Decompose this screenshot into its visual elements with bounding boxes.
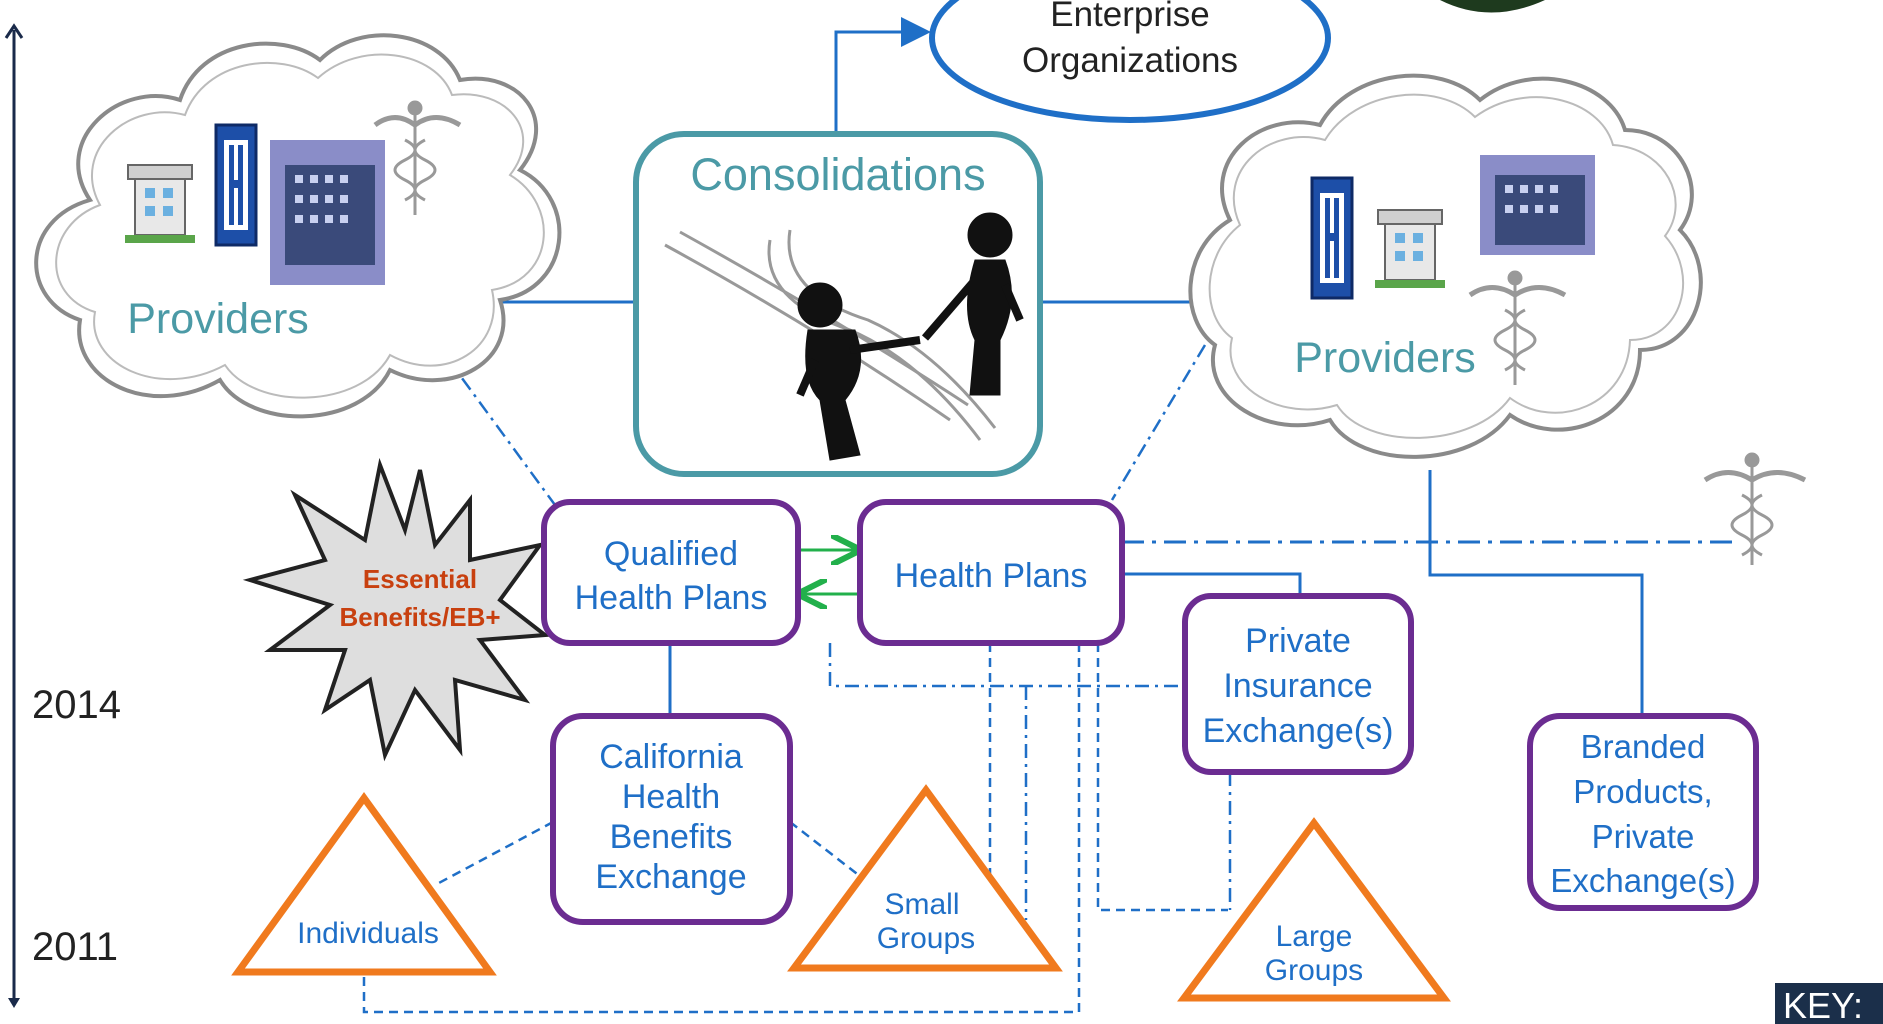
qhp-label-2: Health Plans xyxy=(575,579,768,617)
hospital-sign-icon xyxy=(214,123,258,247)
handshake-figures-icon xyxy=(796,212,1024,461)
key-legend: KEY: xyxy=(1775,983,1883,1024)
small-groups-label-2: Groups xyxy=(877,922,975,955)
hospital-icon xyxy=(1375,209,1445,288)
cal-exchange-label-3: Benefits xyxy=(610,818,733,856)
large-groups-label-1: Large xyxy=(1276,920,1353,953)
private-exchange-label-1: Private xyxy=(1245,622,1351,660)
cal-exchange-label-4: Exchange xyxy=(595,858,746,896)
providers-cloud-right: Providers xyxy=(1188,73,1703,459)
consolidations-label: Consolidations xyxy=(690,149,985,200)
essential-benefits-label-2: Benefits/EB+ xyxy=(339,602,500,632)
year-2014: 2014 xyxy=(32,683,121,727)
large-groups-triangle: Large Groups xyxy=(1177,817,1451,1002)
building-icon xyxy=(270,140,385,285)
essential-benefits-burst: Essential Benefits/EB+ xyxy=(242,457,551,762)
private-exchange-label-2: Insurance xyxy=(1223,667,1372,705)
branded-label-4: Exchange(s) xyxy=(1550,862,1735,899)
qualified-health-plans-node: Qualified Health Plans xyxy=(541,499,801,646)
cal-exchange-label-1: California xyxy=(599,738,743,776)
caduceus-icon xyxy=(1703,452,1807,565)
consolidations-node: Consolidations xyxy=(633,131,1043,477)
year-2011: 2011 xyxy=(32,925,118,969)
health-plans-label: Health Plans xyxy=(895,557,1088,595)
individuals-triangle: Individuals xyxy=(231,792,497,976)
private-insurance-exchange-node: Private Insurance Exchange(s) xyxy=(1182,593,1414,775)
large-groups-label-2: Groups xyxy=(1265,954,1363,987)
caduceus-icon xyxy=(373,100,462,215)
individuals-label: Individuals xyxy=(297,917,439,950)
branded-label-1: Branded xyxy=(1581,728,1706,765)
providers-left-label: Providers xyxy=(127,295,309,343)
branded-label-3: Private xyxy=(1592,818,1695,855)
hospital-icon xyxy=(125,164,195,243)
timeline: 2014 2011 xyxy=(4,23,121,1008)
caduceus-icon xyxy=(1468,270,1567,385)
hospital-sign-icon xyxy=(1310,176,1354,300)
key-label: KEY: xyxy=(1783,985,1863,1024)
providers-cloud-left: Providers xyxy=(34,33,562,419)
branded-label-2: Products, xyxy=(1573,773,1712,810)
enterprise-label-2: Organizations xyxy=(1022,41,1238,80)
private-exchange-label-3: Exchange(s) xyxy=(1203,712,1394,750)
corner-badge xyxy=(1440,0,1545,13)
enterprise-organizations-node: Enterprise Organizations xyxy=(929,0,1331,123)
health-plans-node: Health Plans xyxy=(857,499,1125,646)
small-groups-label-1: Small xyxy=(884,888,959,921)
building-icon xyxy=(1480,155,1595,255)
enterprise-label-1: Enterprise xyxy=(1050,0,1210,34)
small-groups-triangle: Small Groups xyxy=(787,784,1063,972)
branded-products-node: Branded Products, Private Exchange(s) xyxy=(1527,713,1759,911)
connector-lines xyxy=(362,17,1738,1014)
providers-right-label: Providers xyxy=(1294,334,1476,382)
qhp-label-1: Qualified xyxy=(604,535,738,573)
cal-exchange-label-2: Health xyxy=(622,778,720,816)
essential-benefits-label-1: Essential xyxy=(363,564,477,594)
california-health-benefits-exchange-node: California Health Benefits Exchange xyxy=(550,713,793,925)
